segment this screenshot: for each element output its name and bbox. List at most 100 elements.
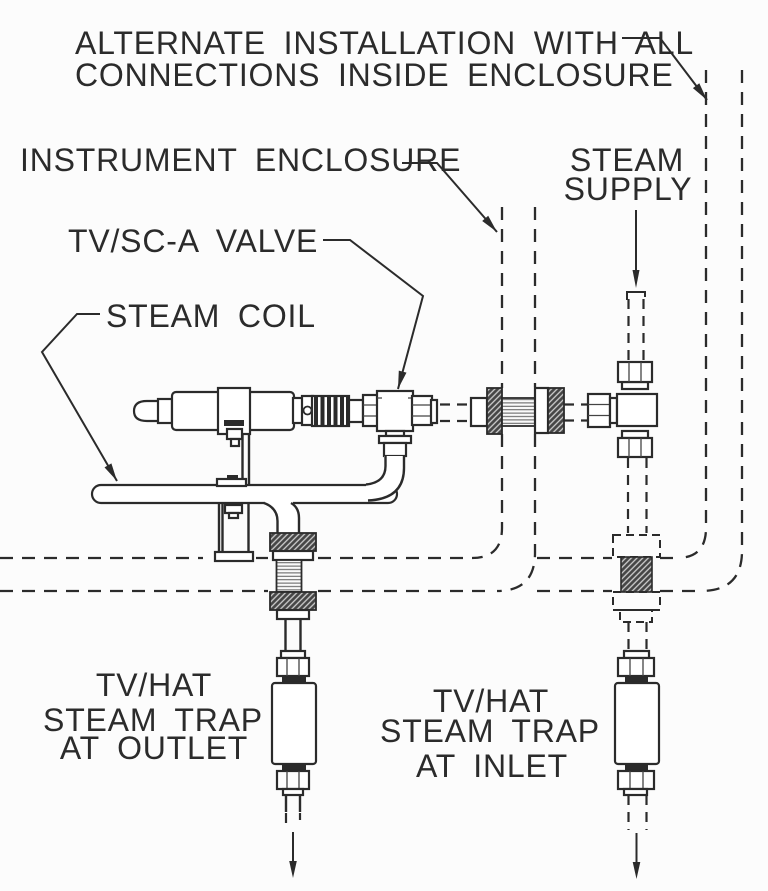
bracket-coil-tab xyxy=(215,477,248,488)
enclosure-wall-inner-line xyxy=(0,207,677,560)
trap-body xyxy=(270,681,318,766)
valve-leader xyxy=(323,239,425,390)
wall-bulkhead-union xyxy=(469,386,588,435)
supply-arrow-icon xyxy=(632,270,640,288)
trap-outlet-label-line2: STEAM TRAP xyxy=(43,702,263,738)
trap-compression-nut xyxy=(616,656,656,678)
supply-pipe-end-cap xyxy=(626,291,646,300)
enclosure-arrow-icon xyxy=(482,215,497,232)
union-knurl-nut-top xyxy=(269,532,317,552)
bracket-upper-plate xyxy=(241,434,251,486)
steam-coil-label: STEAM COIL xyxy=(106,298,316,334)
bracket-tab-clip xyxy=(227,475,238,480)
trap-bottom-nut xyxy=(616,769,656,791)
enclosure-wall-outer-line xyxy=(0,207,701,593)
outlet-pipe-fill xyxy=(264,502,299,534)
valve-hex-facets xyxy=(363,404,378,417)
union-nut-bottom-dashed xyxy=(612,591,661,611)
trap-inlet-label-line2: STEAM TRAP xyxy=(380,713,600,749)
coil-outlet-drop-pipe xyxy=(263,500,301,534)
trap-bottom-nut xyxy=(275,769,311,791)
steam-coil-pipe xyxy=(90,483,399,505)
supply-pipe-to-union xyxy=(626,458,648,533)
valve-hex-large xyxy=(361,393,380,428)
union-flange xyxy=(533,386,550,435)
trap-gasket-bottom xyxy=(625,764,648,771)
trap-outlet-pipe-break xyxy=(284,813,302,823)
steam-supply-flow-arrow xyxy=(632,210,640,288)
mounting-bracket xyxy=(213,434,255,563)
valve-label: TV/SC-A VALVE xyxy=(68,223,318,259)
trap-inlet-label-line1: TV/HAT xyxy=(433,683,549,719)
trap-inlet-label-line3: AT INLET xyxy=(416,748,568,784)
union-flange-bottom xyxy=(275,608,311,621)
union-threaded-body xyxy=(620,556,653,593)
elbow-outer-wall xyxy=(367,456,406,502)
union-flange-top xyxy=(271,549,315,562)
instrument-enclosure-label: INSTRUMENT ENCLOSURE xyxy=(20,142,461,178)
trap-bottom-nut-facets xyxy=(286,771,300,789)
supply-tee-bottom-nut-facets xyxy=(628,438,642,457)
leader-lines xyxy=(40,37,708,482)
steam-supply-pipe xyxy=(626,291,648,533)
pipe-walls xyxy=(284,619,302,652)
tvsca-valve-assembly xyxy=(132,386,470,502)
valve-arrow-icon xyxy=(398,370,407,389)
trap-outlet-pipe xyxy=(284,795,302,812)
pipe-stub-dashed xyxy=(440,403,470,423)
supply-tee-top-nut xyxy=(616,360,654,384)
trap-drain-pipe-dashed xyxy=(627,795,648,830)
alternate-run-outer-line xyxy=(700,70,744,593)
valve-tee-bottom-nut xyxy=(382,441,408,458)
steam-trap-inlet xyxy=(613,622,661,879)
trap-outlet-label-line3: AT OUTLET xyxy=(60,730,248,766)
valve-hex-small xyxy=(347,398,365,424)
bracket-foot xyxy=(213,550,255,563)
union-threaded-body xyxy=(275,559,303,593)
valve-tee-right-nut-facets xyxy=(412,404,432,417)
union-knurl-nut-right xyxy=(547,387,565,434)
pipe-stub-dashed xyxy=(564,403,588,422)
trap-gasket-top xyxy=(625,676,648,683)
trap-bottom-flange xyxy=(622,787,649,797)
compression-nut-facets xyxy=(588,403,610,417)
alternate-installation-outline xyxy=(676,70,744,593)
alternate-note-leader xyxy=(622,37,708,101)
supply-tee-top-nut-facets xyxy=(628,362,642,382)
trap-gasket-bottom xyxy=(282,764,306,771)
trap-body xyxy=(613,681,661,766)
elbow-inner-wall xyxy=(365,456,387,486)
enclosure-leader xyxy=(402,162,498,233)
trap-compression-nut xyxy=(275,656,311,678)
steam-trap-outlet xyxy=(270,649,318,878)
union-adapter-dashed xyxy=(619,609,653,623)
bracket-lower-channel xyxy=(217,503,250,553)
bracket-bolt-lower xyxy=(223,503,244,515)
steam-supply-label-line1: STEAM xyxy=(570,142,684,178)
compression-nut xyxy=(586,392,612,429)
valve-tee-body xyxy=(375,389,415,433)
union-knurl-nut-bottom xyxy=(269,591,317,611)
valve-nozzle-tip xyxy=(132,399,162,423)
union-nut-top-dashed xyxy=(612,534,661,558)
supply-pipe-upper xyxy=(627,299,645,362)
valve-pivot-hole xyxy=(302,405,313,416)
outlet-flow-arrow-icon xyxy=(289,861,297,878)
alternate-note-line2: CONNECTIONS INSIDE ENCLOSURE xyxy=(75,57,673,93)
steam-supply-tee-assembly xyxy=(586,360,659,459)
steam-supply-label-line2: SUPPLY xyxy=(564,171,693,207)
union-knurl-nut-left xyxy=(486,387,503,435)
alternate-note-arrow-icon xyxy=(692,83,707,100)
steam-coil-leader xyxy=(40,313,118,482)
trap-outlet-label-line1: TV/HAT xyxy=(96,667,212,703)
trap-nut-facets xyxy=(286,658,300,676)
trap-nut-facets xyxy=(629,658,644,676)
trap-bottom-nut-facets xyxy=(629,771,644,789)
trap-inlet-pipe-dashed xyxy=(627,622,648,652)
bracket-bolt-lower-shank xyxy=(227,511,240,520)
supply-tee-body xyxy=(615,392,659,428)
trap-gasket-top xyxy=(282,676,306,683)
valve-nozzle-step xyxy=(156,397,174,425)
